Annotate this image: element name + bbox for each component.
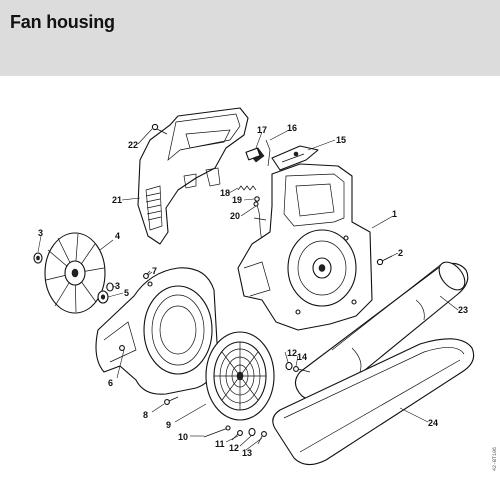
part-7-screw bbox=[143, 270, 151, 279]
part-12-washer bbox=[248, 427, 256, 437]
part-4-fan-wheel bbox=[44, 232, 106, 314]
part-22-screw bbox=[151, 123, 168, 135]
callout-10: 10 bbox=[178, 432, 188, 442]
callout-23: 23 bbox=[458, 305, 468, 315]
callout-labels: 1 2 3 3 4 5 6 7 8 9 10 11 12 12 13 14 15… bbox=[38, 123, 468, 458]
callout-2: 2 bbox=[398, 248, 403, 258]
callout-19: 19 bbox=[232, 195, 242, 205]
part-1-fan-housing bbox=[237, 163, 373, 331]
part-24-nozzle bbox=[272, 338, 475, 466]
part-9-intake-screen bbox=[205, 331, 275, 421]
diagram-canvas: 1 2 3 3 4 5 6 7 8 9 10 11 12 12 13 14 15… bbox=[33, 107, 475, 466]
exploded-parts-diagram: 1 2 3 3 4 5 6 7 8 9 10 11 12 12 13 14 15… bbox=[0, 76, 500, 487]
part-17-switch bbox=[245, 147, 265, 163]
callout-13: 13 bbox=[242, 448, 252, 458]
callout-22: 22 bbox=[128, 140, 138, 150]
callout-16: 16 bbox=[287, 123, 297, 133]
part-14-clamp bbox=[293, 366, 311, 373]
callout-12-upper: 12 bbox=[287, 348, 297, 358]
callout-4: 4 bbox=[115, 231, 120, 241]
callout-21: 21 bbox=[112, 195, 122, 205]
callout-7: 7 bbox=[152, 266, 157, 276]
part-10-screw bbox=[203, 425, 231, 438]
callout-9: 9 bbox=[166, 420, 171, 430]
page-header: Fan housing bbox=[0, 0, 500, 76]
leader-lines bbox=[37, 128, 459, 451]
part-6-fan-shroud bbox=[95, 267, 219, 395]
callout-1: 1 bbox=[392, 209, 397, 219]
callout-8: 8 bbox=[143, 410, 148, 420]
callout-14: 14 bbox=[297, 352, 307, 362]
callout-5: 5 bbox=[124, 288, 129, 298]
callout-17: 17 bbox=[257, 125, 267, 135]
part-11-nut bbox=[231, 430, 243, 441]
callout-24: 24 bbox=[428, 418, 438, 428]
part-8-screw bbox=[164, 396, 179, 405]
part-15-cover bbox=[271, 145, 319, 171]
callout-6: 6 bbox=[108, 378, 113, 388]
callout-3-left: 3 bbox=[38, 228, 43, 238]
part-19-screw bbox=[254, 196, 260, 202]
callout-12-lower: 12 bbox=[229, 443, 239, 453]
callout-3-right: 3 bbox=[115, 281, 120, 291]
part-13-screw bbox=[257, 431, 267, 445]
part-16-cable bbox=[265, 139, 271, 167]
part-3-nut-left bbox=[33, 252, 43, 264]
callout-20: 20 bbox=[230, 211, 240, 221]
part-23-blower-tube bbox=[294, 261, 469, 402]
callout-18: 18 bbox=[220, 188, 230, 198]
part-18-spring bbox=[237, 185, 257, 191]
callout-15: 15 bbox=[336, 135, 346, 145]
part-5-washer bbox=[97, 290, 109, 304]
part-12-washer-upper bbox=[285, 361, 293, 371]
callout-11: 11 bbox=[215, 439, 225, 449]
part-21-handle-housing bbox=[137, 107, 249, 245]
drawing-code: 42-BT106 bbox=[492, 446, 498, 471]
page-title: Fan housing bbox=[10, 12, 115, 32]
